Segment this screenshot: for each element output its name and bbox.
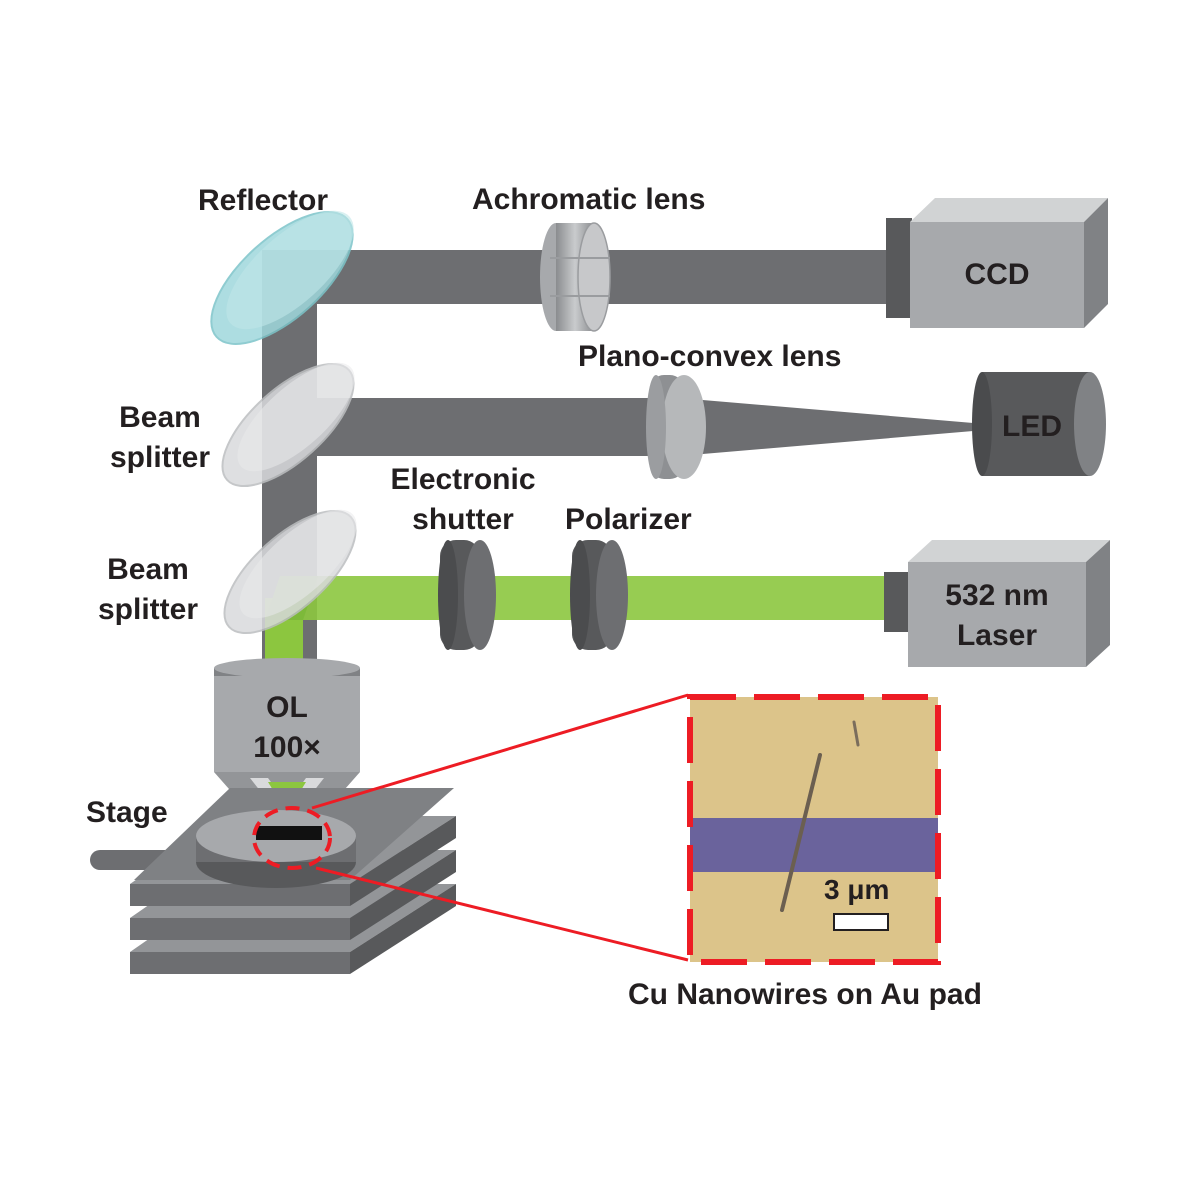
electronic-shutter-line2: shutter <box>412 503 514 536</box>
polarizer-label: Polarizer <box>565 503 692 536</box>
achromatic-lens <box>540 222 611 332</box>
plano-convex-lens <box>646 375 706 479</box>
reflector-label: Reflector <box>198 184 329 217</box>
stage <box>90 788 456 974</box>
laser-device <box>884 540 1110 667</box>
led-beam-taper <box>679 398 985 456</box>
plano-convex-lens-label: Plano-convex lens <box>578 340 842 373</box>
beam-splitter-upper-label: Beam splitter <box>100 398 220 478</box>
objective-line2: 100× <box>253 731 321 764</box>
laser-label: 532 nm Laser <box>908 576 1086 656</box>
laser-line2: Laser <box>956 619 1038 652</box>
objective-label: OL 100× <box>214 688 360 768</box>
beam-splitter-upper-line2: splitter <box>109 441 211 474</box>
callout-lines <box>311 693 689 962</box>
ccd-device <box>886 198 1108 328</box>
led-device <box>972 372 1106 476</box>
ccd-label: CCD <box>964 258 1030 291</box>
beam-splitter-upper-line1: Beam <box>119 401 201 434</box>
sample-chip <box>256 826 322 840</box>
beam-splitter-lower-line2: splitter <box>97 593 199 626</box>
objective-line1: OL <box>266 691 308 724</box>
scale-bar <box>833 913 889 931</box>
beam-splitter-upper <box>221 362 355 488</box>
beam-splitter-lower <box>223 509 357 635</box>
led-label: LED <box>1002 410 1062 443</box>
callout-ring <box>252 806 332 870</box>
beam-splitter-lower-label: Beam splitter <box>88 550 208 630</box>
beam-splitter-lower-line1: Beam <box>107 553 189 586</box>
electronic-shutter <box>438 540 496 650</box>
led-beam-wide <box>317 398 679 456</box>
inset-micrograph <box>687 694 941 965</box>
polarizer <box>570 540 628 650</box>
inset-caption: Cu Nanowires on Au pad <box>628 978 982 1011</box>
electronic-shutter-label: Electronic shutter <box>378 460 548 540</box>
stage-label: Stage <box>86 796 168 829</box>
laser-line1: 532 nm <box>945 579 1049 612</box>
nanowire-long <box>780 753 822 912</box>
gap-band <box>690 818 938 872</box>
electronic-shutter-line1: Electronic <box>390 463 536 496</box>
scale-bar-label: 3 μm <box>824 874 890 905</box>
achromatic-lens-label: Achromatic lens <box>472 183 706 216</box>
nanowire-short <box>852 720 860 747</box>
reflector <box>210 210 354 345</box>
